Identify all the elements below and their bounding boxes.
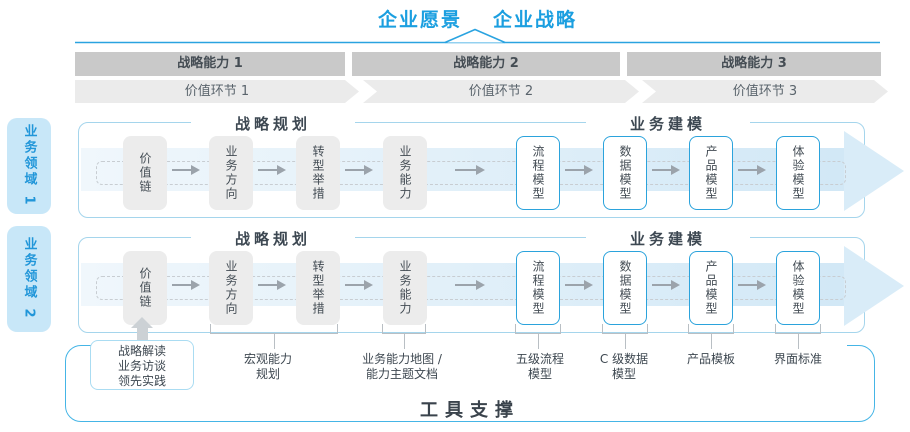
- node-data-model: 数据模型: [603, 251, 647, 325]
- node-experience-model: 体验模型: [776, 136, 820, 210]
- flow-arrow-icon: [738, 165, 766, 175]
- source-inputs-box: 战略解读 业务访谈 领先实践: [90, 340, 194, 390]
- brace-icon: [688, 324, 734, 334]
- flow-band-arrowhead-icon: [844, 131, 904, 211]
- node-process-model: 流程模型: [516, 136, 560, 210]
- flow-arrow-icon: [345, 280, 373, 290]
- planning-header: 战略规划: [191, 113, 355, 134]
- flow-arrow-icon: [565, 280, 593, 290]
- business-domain-lane-2: 战略规划 业务建模 价值链 业务方向 转型举措 业务能力 流程模型 数据模型 产…: [78, 228, 904, 333]
- business-domain-lane-1: 战略规划 业务建模 价值链 业务方向 转型举措 业务能力 流程模型 数据模型 产…: [78, 113, 904, 218]
- node-product-model: 产品模型: [689, 251, 733, 325]
- flow-arrow-icon: [172, 165, 200, 175]
- node-business-direction: 业务方向: [209, 251, 253, 325]
- divider-caret-line: [75, 28, 880, 44]
- flow-arrow-icon: [455, 280, 485, 290]
- flow-arrow-icon: [738, 280, 766, 290]
- flow-arrow-icon: [455, 165, 485, 175]
- node-product-model: 产品模型: [689, 136, 733, 210]
- top-title-row: 企业愿景 企业战略: [75, 5, 880, 32]
- flow-arrow-icon: [258, 280, 286, 290]
- source-line-2: 业务访谈: [117, 359, 166, 373]
- brace-stem: [798, 334, 799, 349]
- brace-stem: [538, 334, 539, 349]
- node-business-capability: 业务能力: [383, 251, 427, 325]
- flow-band-arrowhead-icon: [844, 246, 904, 326]
- node-business-direction: 业务方向: [209, 136, 253, 210]
- dashed-track: [96, 161, 846, 185]
- flow-arrow-icon: [258, 165, 286, 175]
- modeling-header: 业务建模: [586, 228, 750, 249]
- note-c-level-data-model: C 级数据 模型: [599, 352, 649, 381]
- node-value-chain: 价值链: [123, 136, 167, 210]
- dashed-track: [96, 276, 846, 300]
- flow-arrow-icon: [172, 280, 200, 290]
- flow-arrow-icon: [652, 280, 680, 290]
- source-line-3: 领先实践: [117, 374, 166, 388]
- value-link-chevron-3: 价值环节 3: [642, 80, 888, 103]
- brace-icon: [602, 324, 648, 334]
- note-ui-standard: 界面标准: [773, 352, 823, 366]
- brace-stem: [404, 334, 405, 349]
- modeling-header: 业务建模: [586, 113, 750, 134]
- value-link-chevron-1: 价值环节 1: [75, 80, 359, 103]
- tool-support-label: 工具支撑: [420, 400, 520, 421]
- node-experience-model: 体验模型: [776, 251, 820, 325]
- node-value-chain: 价值链: [123, 251, 167, 325]
- brace-icon: [382, 324, 426, 334]
- value-link-chevron-2: 价值环节 2: [363, 80, 639, 103]
- brace-stem: [274, 334, 275, 349]
- brace-icon: [210, 324, 338, 334]
- vision-title: 企业愿景: [377, 9, 462, 31]
- node-transformation-initiatives: 转型举措: [296, 136, 340, 210]
- note-five-level-process-model: 五级流程 模型: [515, 352, 565, 381]
- up-arrow-shaft: [137, 328, 148, 341]
- note-product-template: 产品模板: [686, 352, 736, 366]
- capability-bar-3: 战略能力 3: [627, 52, 881, 76]
- brace-stem: [625, 334, 626, 349]
- node-transformation-initiatives: 转型举措: [296, 251, 340, 325]
- note-macro-capability-planning: 宏观能力 规划: [243, 352, 293, 381]
- flow-arrow-icon: [565, 165, 593, 175]
- node-business-capability: 业务能力: [383, 136, 427, 210]
- domain-tab-2: 业务领域 2: [7, 226, 51, 332]
- capability-bar-1: 战略能力 1: [75, 52, 345, 76]
- note-capability-map-docs: 业务能力地图 / 能力主题文档: [362, 352, 442, 381]
- planning-header: 战略规划: [191, 228, 355, 249]
- tool-support-border-mask: [105, 339, 847, 351]
- flow-arrow-icon: [345, 165, 373, 175]
- flow-arrow-icon: [652, 165, 680, 175]
- node-process-model: 流程模型: [516, 251, 560, 325]
- strategy-title: 企业战略: [493, 9, 578, 31]
- up-arrow-icon: [131, 317, 153, 328]
- brace-icon: [775, 324, 821, 334]
- source-line-1: 战略解读: [117, 344, 166, 358]
- brace-icon: [515, 324, 561, 334]
- node-data-model: 数据模型: [603, 136, 647, 210]
- brace-stem: [711, 334, 712, 349]
- domain-tab-1: 业务领域 1: [7, 118, 51, 214]
- capability-bar-2: 战略能力 2: [352, 52, 620, 76]
